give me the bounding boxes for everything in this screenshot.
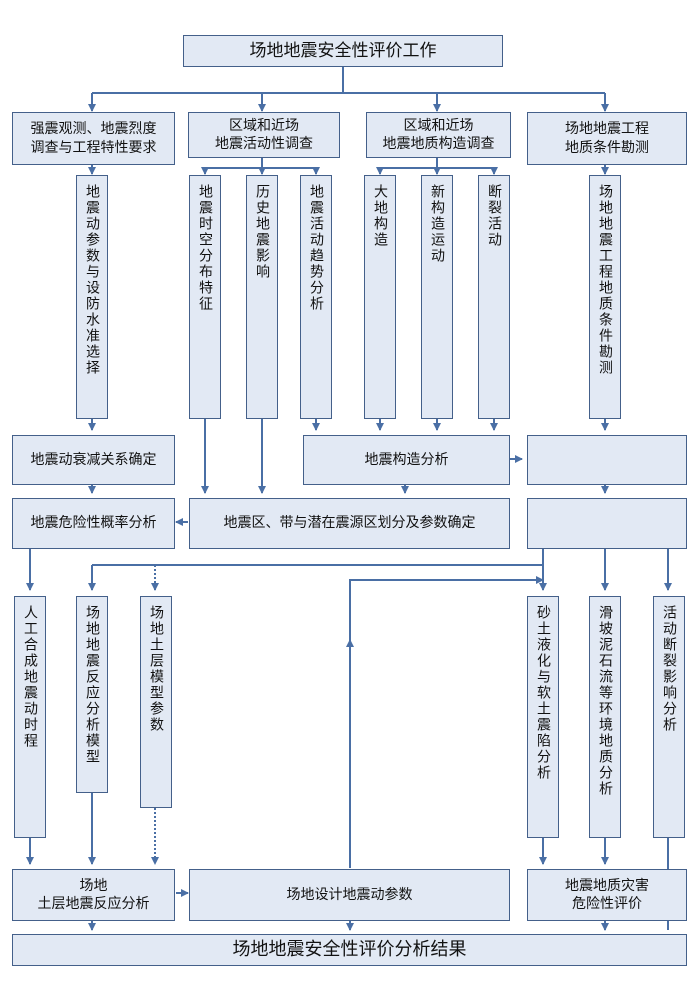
neotectonics-box: 新构造运动 bbox=[421, 175, 453, 419]
source-blank-box bbox=[527, 498, 687, 549]
neotectonics-label: 新构造运动 bbox=[429, 184, 445, 264]
fault-activity-box: 断裂活动 bbox=[478, 175, 510, 419]
ground-motion-params-label: 地震动参数与设防水准选择 bbox=[84, 184, 100, 376]
geo-hazard-box: 地震地质灾害 危险性评价 bbox=[527, 869, 687, 921]
historical-label: 历史地震影响 bbox=[254, 184, 270, 280]
engineering-geology-label: 场地地震工程 地质条件勘测 bbox=[565, 121, 649, 156]
regional-tectonics-box: 区域和近场 地震地质构造调查 bbox=[366, 112, 511, 158]
site-survey-box: 场地地震工程地质条件勘测 bbox=[589, 175, 621, 419]
fault-activity-label: 断裂活动 bbox=[486, 184, 502, 248]
spatiotemporal-box: 地震时空分布特征 bbox=[189, 175, 221, 419]
attenuation-label: 地震动衰减关系确定 bbox=[30, 451, 157, 468]
design-params-label: 场地设计地震动参数 bbox=[286, 886, 413, 903]
soil-model-label: 场地土层模型参数 bbox=[148, 605, 164, 733]
tectonic-analysis-label: 地震构造分析 bbox=[364, 451, 449, 468]
result-label: 场地地震安全性评价分析结果 bbox=[232, 939, 467, 961]
result-box: 场地地震安全性评价分析结果 bbox=[12, 934, 687, 966]
spatiotemporal-label: 地震时空分布特征 bbox=[197, 184, 213, 312]
tectonic-blank-box bbox=[527, 435, 687, 485]
geotectonics-label: 大地构造 bbox=[372, 184, 388, 248]
response-model-box: 场地地震反应分析模型 bbox=[76, 596, 108, 793]
geo-hazard-label: 地震地质灾害 危险性评价 bbox=[565, 877, 649, 912]
artificial-motion-label: 人工合成地震动时程 bbox=[22, 605, 38, 749]
response-model-label: 场地地震反应分析模型 bbox=[84, 605, 100, 765]
regional-activity-box: 区域和近场 地震活动性调查 bbox=[188, 112, 340, 158]
soil-response-box: 场地 土层地震反应分析 bbox=[12, 869, 175, 921]
historical-box: 历史地震影响 bbox=[246, 175, 278, 419]
title-label: 场地地震安全性评价工作 bbox=[249, 40, 437, 61]
trend-label: 地震活动趋势分析 bbox=[308, 184, 324, 312]
engineering-geology-box: 场地地震工程 地质条件勘测 bbox=[527, 112, 687, 165]
source-zoning-label: 地震区、带与潜在震源区划分及参数确定 bbox=[223, 515, 476, 532]
soil-response-label: 场地 土层地震反应分析 bbox=[37, 877, 150, 912]
liquefaction-label: 砂土液化与软土震陷分析 bbox=[535, 605, 551, 781]
design-params-box: 场地设计地震动参数 bbox=[189, 869, 510, 921]
liquefaction-box: 砂土液化与软土震陷分析 bbox=[527, 596, 559, 838]
attenuation-box: 地震动衰减关系确定 bbox=[12, 435, 175, 485]
tectonic-analysis-box: 地震构造分析 bbox=[303, 435, 510, 485]
artificial-motion-box: 人工合成地震动时程 bbox=[14, 596, 46, 838]
source-zoning-box: 地震区、带与潜在震源区划分及参数确定 bbox=[189, 498, 510, 549]
landslide-label: 滑坡泥石流等环境地质分析 bbox=[597, 605, 613, 797]
regional-activity-label: 区域和近场 地震活动性调查 bbox=[215, 117, 313, 152]
hazard-analysis-box: 地震危险性概率分析 bbox=[12, 498, 175, 549]
strong-motion-box: 强震观测、地震烈度 调查与工程特性要求 bbox=[12, 112, 175, 165]
regional-tectonics-label: 区域和近场 地震地质构造调查 bbox=[382, 117, 495, 152]
title-box: 场地地震安全性评价工作 bbox=[183, 35, 503, 67]
geotectonics-box: 大地构造 bbox=[364, 175, 396, 419]
active-fault-label: 活动断裂影响分析 bbox=[661, 605, 677, 733]
hazard-analysis-label: 地震危险性概率分析 bbox=[30, 515, 157, 532]
site-survey-label: 场地地震工程地质条件勘测 bbox=[597, 184, 613, 376]
ground-motion-params-box: 地震动参数与设防水准选择 bbox=[76, 175, 108, 419]
strong-motion-label: 强震观测、地震烈度 调查与工程特性要求 bbox=[30, 121, 157, 156]
active-fault-box: 活动断裂影响分析 bbox=[653, 596, 685, 838]
landslide-box: 滑坡泥石流等环境地质分析 bbox=[589, 596, 621, 838]
soil-model-box: 场地土层模型参数 bbox=[140, 596, 172, 808]
trend-box: 地震活动趋势分析 bbox=[300, 175, 332, 419]
